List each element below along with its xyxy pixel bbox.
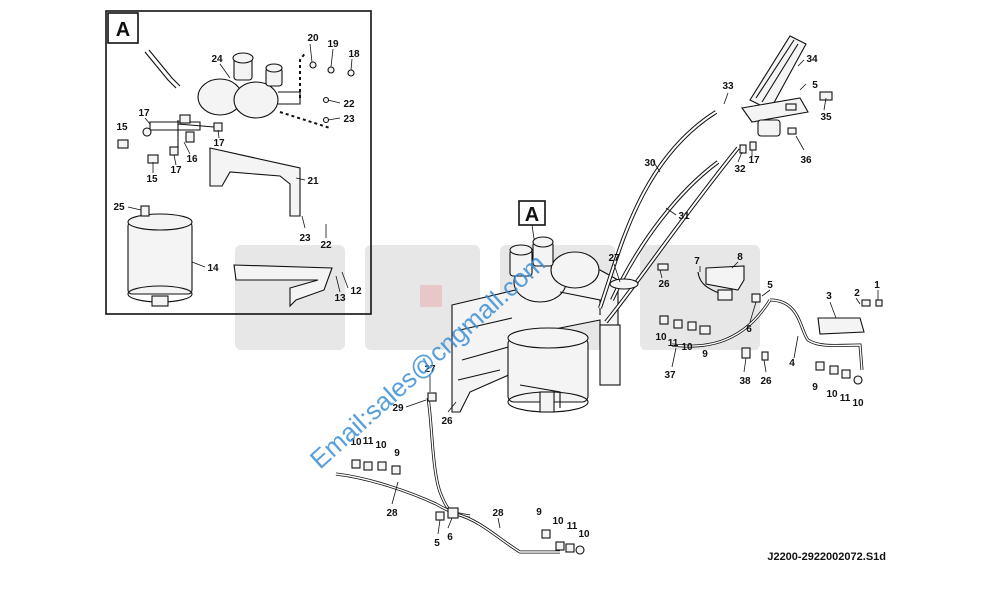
label-10d: 10 bbox=[852, 398, 864, 409]
label-inset-20: 20 bbox=[307, 33, 319, 44]
callout-letter: A bbox=[525, 204, 539, 226]
label-9a: 9 bbox=[702, 349, 708, 360]
label-29: 29 bbox=[392, 403, 404, 414]
label-10h: 10 bbox=[578, 529, 590, 540]
label-8: 8 bbox=[737, 252, 743, 263]
label-inset-24: 24 bbox=[211, 54, 223, 65]
lower-fittings bbox=[351, 392, 585, 555]
label-10b: 10 bbox=[681, 342, 693, 353]
label-32: 32 bbox=[734, 164, 746, 175]
label-38: 38 bbox=[739, 376, 751, 387]
label-6a: 6 bbox=[746, 324, 752, 335]
control-valve-assembly bbox=[144, 49, 355, 129]
label-4: 4 bbox=[789, 358, 795, 369]
label-11b: 11 bbox=[840, 393, 851, 404]
label-37: 37 bbox=[664, 370, 676, 381]
label-inset-25: 25 bbox=[113, 202, 125, 213]
label-34: 34 bbox=[806, 54, 818, 65]
label-inset-18: 18 bbox=[348, 49, 360, 60]
label-10c: 10 bbox=[826, 389, 838, 400]
label-inset-21: 21 bbox=[307, 176, 319, 187]
label-3: 3 bbox=[826, 291, 832, 302]
label-inset-17b: 17 bbox=[213, 138, 225, 149]
label-inset-13: 13 bbox=[334, 293, 346, 304]
label-36: 36 bbox=[800, 155, 812, 166]
label-11d: 11 bbox=[567, 521, 578, 532]
label-6b: 6 bbox=[447, 532, 453, 543]
label-9c: 9 bbox=[394, 448, 400, 459]
label-inset-16: 16 bbox=[186, 154, 198, 165]
label-26a: 26 bbox=[658, 279, 670, 290]
label-28a: 28 bbox=[386, 508, 398, 519]
label-inset-19: 19 bbox=[327, 39, 339, 50]
tank-strap bbox=[233, 264, 333, 308]
label-26c: 26 bbox=[441, 416, 453, 427]
label-inset-12: 12 bbox=[350, 286, 362, 297]
main-assembly: A bbox=[335, 35, 883, 555]
bracket-3 bbox=[817, 317, 865, 335]
label-7: 7 bbox=[694, 256, 700, 267]
label-inset-17a: 17 bbox=[138, 108, 150, 119]
label-27b: 27 bbox=[424, 364, 436, 375]
label-5c: 5 bbox=[434, 538, 440, 549]
air-tank bbox=[127, 205, 193, 307]
label-inset-17c: 17 bbox=[170, 165, 182, 176]
label-5b: 5 bbox=[767, 280, 773, 291]
label-inset-23a: 23 bbox=[343, 114, 355, 125]
main-control-valve bbox=[509, 236, 601, 315]
label-5a: 5 bbox=[812, 80, 818, 91]
label-11c: 11 bbox=[363, 436, 374, 447]
label-1: 1 bbox=[874, 280, 880, 291]
label-inset-15b: 15 bbox=[146, 174, 158, 185]
label-10e: 10 bbox=[350, 437, 362, 448]
label-9d: 9 bbox=[536, 507, 542, 518]
label-2: 2 bbox=[854, 288, 860, 299]
inset-frame bbox=[105, 10, 372, 315]
label-17: 17 bbox=[748, 155, 760, 166]
label-35: 35 bbox=[820, 112, 832, 123]
label-11a: 11 bbox=[668, 338, 679, 349]
label-inset-22a: 22 bbox=[343, 99, 355, 110]
label-26b: 26 bbox=[760, 376, 772, 387]
drawing-reference: J2200-2922002072.S1d bbox=[767, 551, 886, 563]
inset-leaders bbox=[127, 43, 353, 293]
label-30: 30 bbox=[644, 158, 656, 169]
brake-pedal bbox=[741, 35, 833, 137]
inset-letter: A bbox=[116, 19, 130, 41]
label-10g: 10 bbox=[552, 516, 564, 527]
label-31: 31 bbox=[678, 211, 690, 222]
bracket-8 bbox=[705, 265, 745, 291]
mounting-bracket bbox=[209, 147, 301, 217]
detail-inset-a: A bbox=[105, 10, 372, 315]
part-labels: 20 19 18 24 22 23 17 15 16 17 17 15 21 2… bbox=[113, 33, 880, 549]
label-inset-23b: 23 bbox=[299, 233, 311, 244]
main-air-tank bbox=[507, 327, 589, 413]
label-28b: 28 bbox=[492, 508, 504, 519]
label-33: 33 bbox=[722, 81, 734, 92]
label-inset-22b: 22 bbox=[320, 240, 332, 251]
callout-box bbox=[518, 200, 546, 226]
inset-letter-box bbox=[107, 12, 139, 44]
label-9b: 9 bbox=[812, 382, 818, 393]
label-10a: 10 bbox=[655, 332, 667, 343]
label-inset-15a: 15 bbox=[116, 122, 128, 133]
label-10f: 10 bbox=[375, 440, 387, 451]
main-leaders bbox=[391, 59, 879, 535]
label-inset-14: 14 bbox=[207, 263, 219, 274]
inset-fittings bbox=[117, 114, 223, 164]
label-27a: 27 bbox=[608, 253, 620, 264]
